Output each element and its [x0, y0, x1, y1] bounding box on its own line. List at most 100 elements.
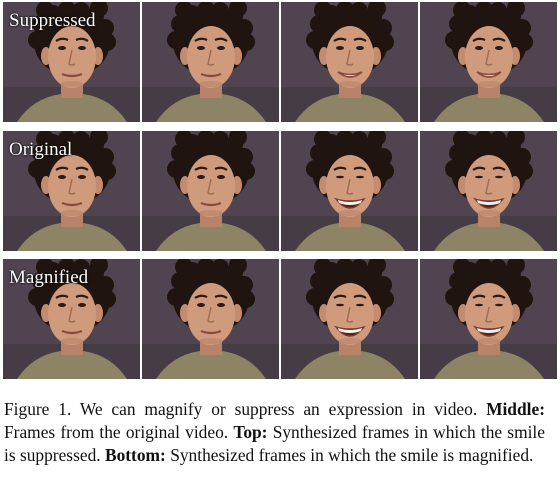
hair-curl	[374, 148, 392, 166]
teeth	[338, 328, 362, 333]
hair-curl	[28, 288, 46, 306]
hair-curl	[314, 259, 332, 276]
hair-curl	[36, 2, 54, 19]
eye	[336, 46, 344, 50]
eyebrow	[214, 294, 228, 299]
hair-curl	[28, 31, 46, 49]
face	[187, 283, 235, 345]
nose	[207, 49, 215, 66]
mouth	[200, 72, 222, 78]
caption-bottom-text: Synthesized frames in which the smile is…	[170, 445, 534, 465]
eyebrow	[472, 166, 486, 171]
chin-shadow	[60, 81, 84, 87]
hair-curl	[453, 131, 471, 148]
chin-shadow	[477, 338, 501, 344]
hair-curl	[368, 131, 386, 146]
hair-curl	[489, 259, 507, 277]
hair-curl	[211, 259, 229, 277]
hair-curl	[229, 131, 247, 146]
caption-middle-text: Frames from the original video.	[4, 422, 229, 442]
hair-curl	[513, 148, 531, 166]
video-frame	[420, 131, 557, 251]
hair-curl	[197, 2, 215, 19]
portrait-image	[3, 2, 140, 122]
portrait-image	[281, 131, 418, 251]
face	[465, 26, 513, 88]
row-label-magnified: Magnified	[9, 267, 89, 288]
eye	[475, 303, 483, 307]
hair-curl	[167, 160, 185, 178]
video-frame	[281, 2, 418, 122]
hair-curl	[306, 31, 324, 49]
hair-curl	[376, 290, 394, 308]
eye	[58, 46, 66, 50]
eye	[336, 175, 344, 179]
teeth	[477, 200, 501, 205]
hair-curl	[98, 33, 116, 51]
hair-curl	[72, 131, 90, 149]
hair-curl	[376, 33, 394, 51]
hair-curl	[96, 276, 114, 294]
hair-curl	[507, 2, 525, 17]
eyebrow	[194, 294, 208, 299]
hair-curl	[197, 259, 215, 276]
hair-curl	[310, 272, 328, 290]
eye	[197, 175, 205, 179]
caption-top-label: Top:	[233, 422, 268, 442]
video-frame	[142, 131, 279, 251]
hair-curl	[374, 19, 392, 37]
video-frame	[420, 2, 557, 122]
hair-curl	[175, 2, 193, 19]
hair-curl	[58, 259, 76, 276]
hair-curl	[336, 2, 354, 19]
hair-curl	[314, 131, 332, 148]
hair-curl	[368, 2, 386, 17]
eye	[356, 175, 364, 179]
eyebrow	[55, 37, 69, 42]
hair-curl	[515, 162, 533, 180]
chin-shadow	[60, 210, 84, 216]
hair-curl	[90, 131, 108, 146]
hair-curl	[336, 131, 354, 148]
hair-curl	[489, 131, 507, 149]
shirt	[434, 94, 544, 122]
mouth	[337, 71, 363, 78]
eyebrow	[472, 37, 486, 42]
hair-curl	[306, 288, 324, 306]
eyebrow	[492, 37, 506, 42]
face	[48, 155, 96, 217]
hair-curl	[350, 2, 368, 20]
video-frame	[142, 259, 279, 379]
hair-curl	[475, 131, 493, 148]
hair-curl	[28, 160, 46, 178]
teeth	[338, 200, 362, 205]
eye	[217, 303, 225, 307]
hair-curl	[475, 2, 493, 19]
figure-caption: Figure 1. We can magnify or suppress an …	[4, 398, 545, 467]
face	[326, 26, 374, 88]
shirt	[295, 351, 405, 379]
original-row: Original	[3, 131, 557, 251]
caption-top-text: Synthesized frames in which the smile is…	[4, 422, 545, 465]
mouth	[200, 201, 222, 207]
shirt	[156, 351, 266, 379]
eye	[336, 303, 344, 307]
nose	[485, 306, 493, 323]
hair-curl	[513, 19, 531, 37]
eyebrow	[492, 166, 506, 171]
hair-curl	[36, 131, 54, 148]
nose	[207, 306, 215, 323]
eye	[495, 175, 503, 179]
hair-curl	[453, 259, 471, 276]
hair-curl	[445, 288, 463, 306]
chin-shadow	[338, 338, 362, 344]
hair-curl	[515, 290, 533, 308]
video-frame	[420, 259, 557, 379]
hair-curl	[229, 2, 247, 17]
eyebrow	[492, 294, 506, 299]
portrait-image	[142, 2, 279, 122]
mouth	[476, 71, 502, 78]
shirt	[17, 94, 127, 122]
hair-curl	[306, 160, 324, 178]
video-frame	[281, 259, 418, 379]
